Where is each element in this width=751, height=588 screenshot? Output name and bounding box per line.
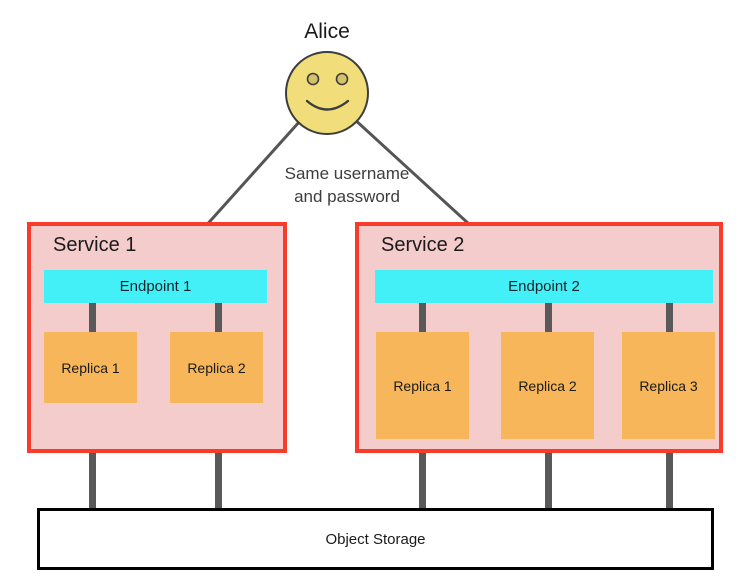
endpoint-2-label: Endpoint 2 [508, 278, 580, 295]
service-2-title: Service 2 [381, 234, 465, 256]
service-2-replica-1[interactable]: Replica 1 [376, 332, 469, 439]
service-1-replica-1-label: Replica 1 [61, 359, 120, 376]
connector-endpoint-2-to-replica-1 [419, 300, 426, 336]
actor-label-alice: Alice [304, 20, 350, 43]
object-storage-box[interactable]: Object Storage [37, 508, 714, 570]
service-1-replica-2-label: Replica 2 [187, 359, 246, 376]
connector-endpoint-1-to-replica-1 [89, 300, 96, 336]
edge-caption: Same username and password [252, 162, 442, 208]
edge-caption-line-2: and password [294, 187, 400, 206]
object-storage-label: Object Storage [325, 530, 426, 548]
service-1-replica-2[interactable]: Replica 2 [170, 332, 263, 403]
service-1-replica-1[interactable]: Replica 1 [44, 332, 137, 403]
service-2-replica-3-label: Replica 3 [639, 377, 698, 394]
endpoint-bar-1[interactable]: Endpoint 1 [44, 270, 267, 303]
service-2-replica-2-label: Replica 2 [518, 377, 577, 394]
smiley-mouth-icon [305, 99, 350, 111]
smiley-face-icon [285, 51, 369, 135]
service-2-replica-1-label: Replica 1 [393, 377, 452, 394]
smiley-eye-right-icon [335, 72, 349, 86]
service-1-title: Service 1 [53, 234, 137, 256]
smiley-eye-left-icon [306, 72, 320, 86]
endpoint-bar-2[interactable]: Endpoint 2 [375, 270, 713, 303]
service-2-replica-3[interactable]: Replica 3 [622, 332, 715, 439]
connector-endpoint-2-to-replica-2 [545, 300, 552, 336]
endpoint-1-label: Endpoint 1 [119, 278, 192, 295]
connector-endpoint-2-to-replica-3 [666, 300, 673, 336]
edge-caption-line-1: Same username [284, 164, 410, 183]
connector-endpoint-1-to-replica-2 [215, 300, 222, 336]
service-2-replica-2[interactable]: Replica 2 [501, 332, 594, 439]
